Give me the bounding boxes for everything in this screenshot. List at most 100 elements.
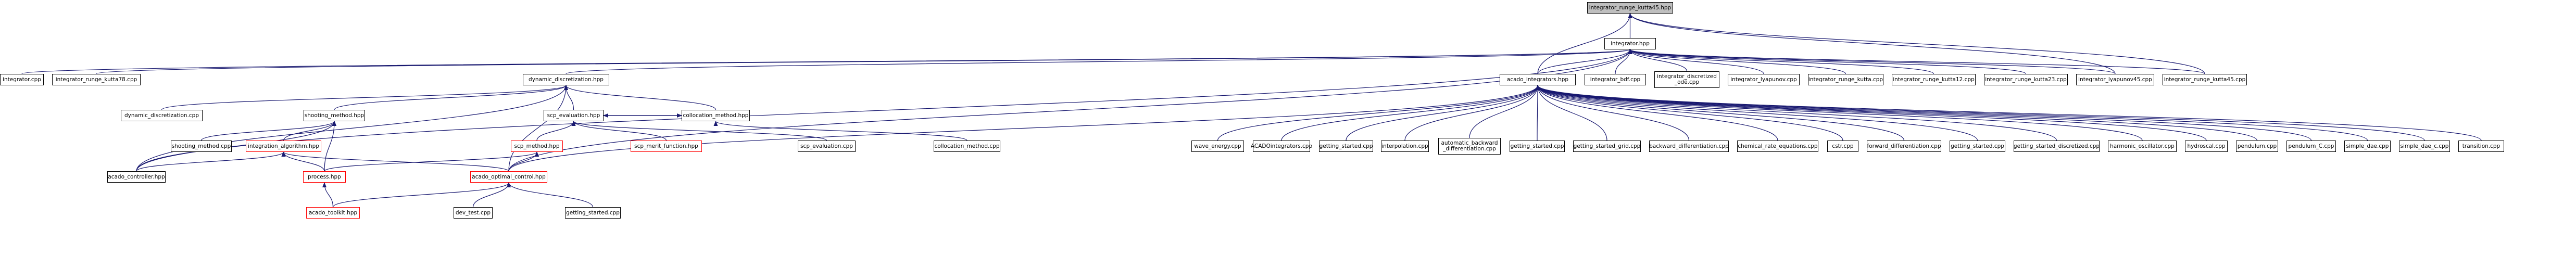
node-interpolation-cpp[interactable]: interpolation.cpp (1381, 141, 1429, 152)
edge-n17-to-n4 (564, 85, 717, 110)
node-simple-dae-cpp[interactable]: simple_dae.cpp (2344, 141, 2391, 152)
node-label: integrator_runge_kutta45.cpp (2164, 76, 2246, 83)
node-integrator-runge-kutta78-cpp[interactable]: integrator_runge_kutta78.cpp (52, 74, 141, 85)
edge-n41-to-n5 (1536, 85, 1978, 141)
edge-n24-to-n19 (136, 151, 286, 172)
node-wave-energy-cpp[interactable]: wave_energy.cpp (1191, 141, 1244, 152)
node-acado-toolkit-hpp[interactable]: acado_toolkit.hpp (306, 207, 360, 219)
node-shooting-method-hpp[interactable]: shooting_method.hpp (304, 110, 365, 121)
node-label: integrator_bdf.cpp (1590, 76, 1641, 83)
node-label: scp_evaluation.cpp (800, 143, 853, 149)
node-transition-cpp[interactable]: transition.cpp (2458, 141, 2504, 152)
edge-n36-to-n5 (1536, 85, 1607, 141)
node-dynamic-discretization-cpp[interactable]: dynamic_discretization.cpp (121, 110, 203, 121)
node-label: dynamic_discretization.cpp (124, 112, 199, 119)
node-label: acado_optimal_control.hpp (472, 173, 546, 180)
edge-n26-to-n4 (508, 85, 568, 172)
node-getting-started-cpp-2[interactable]: getting_started.cpp (1510, 141, 1565, 152)
node-pendulum-cpp[interactable]: pendulum.cpp (2236, 141, 2278, 152)
node-backward-differentiation-cpp[interactable]: backward_differentiation.cpp (1649, 141, 1729, 152)
node-getting-started-cpp-3[interactable]: getting_started.cpp (1950, 141, 2005, 152)
edge-n27-to-n26 (332, 182, 511, 208)
node-label: integrator_runge_kutta23.cpp (1985, 76, 2067, 83)
node-acado-controller-hpp[interactable]: acado_controller.hpp (107, 171, 166, 183)
node-scp-evaluation-hpp[interactable]: scp_evaluation.hpp (544, 110, 604, 121)
node-harmonic-oscillator-cpp[interactable]: harmonic_oscillator.cpp (2108, 141, 2177, 152)
node-integrator-discretized-ode-cpp[interactable]: integrator_discretized_ode.cpp (1654, 71, 1719, 88)
node-label: integrator.cpp (3, 76, 41, 83)
node-integrator-runge-kutta45-cpp[interactable]: integrator_runge_kutta45.cpp (2163, 74, 2247, 85)
edge-n22-to-n16 (571, 121, 827, 141)
node-pendulum-c-cpp[interactable]: pendulum_C.cpp (2286, 141, 2336, 152)
node-label: scp_merit_function.hpp (634, 143, 698, 149)
edge-n18-to-n15 (200, 121, 336, 141)
node-scp-method-hpp[interactable]: scp_method.hpp (511, 141, 563, 152)
node-acadointegrators-cpp[interactable]: ACADOintegrators.cpp (1251, 141, 1312, 152)
node-acado-integrators-hpp[interactable]: acado_integrators.hpp (1500, 74, 1576, 85)
node-shooting-method-cpp[interactable]: shooting_method.cpp (171, 141, 232, 152)
node-integrator-cpp[interactable]: integrator.cpp (0, 74, 44, 85)
node-simple-dae-c-cpp[interactable]: simple_dae_c.cpp (2399, 141, 2450, 152)
node-label: simple_dae_c.cpp (2400, 143, 2449, 149)
node-integrator-lyapunov-cpp[interactable]: integrator_lyapunov.cpp (1728, 74, 1800, 85)
edge-n14-to-n4 (161, 85, 568, 110)
edge-n12-to-n1 (1628, 49, 2116, 74)
node-label-line1: automatic_backward (1441, 140, 1498, 146)
edge-n13-to-n1 (1628, 49, 2205, 74)
node-collocation-method-cpp[interactable]: collocation_method.cpp (934, 141, 1000, 152)
edge-n25-to-n20 (324, 151, 539, 172)
edge-n11-to-n1 (1628, 49, 2027, 74)
node-dynamic-discretization-hpp[interactable]: dynamic_discretization.hpp (523, 74, 609, 85)
node-label: scp_evaluation.hpp (547, 112, 600, 119)
node-integrator-hpp[interactable]: integrator.hpp (1604, 38, 1656, 49)
edge-n31-to-n5 (1281, 85, 1540, 141)
node-chemical-rate-equations-cpp[interactable]: chemical_rate_equations.cpp (1737, 141, 1818, 152)
node-label: getting_started.cpp (1319, 143, 1373, 149)
node-hydroscal-cpp[interactable]: hydroscal.cpp (2185, 141, 2228, 152)
node-integrator-bdf-cpp[interactable]: integrator_bdf.cpp (1585, 74, 1646, 85)
node-label: acado_integrators.hpp (1506, 76, 1569, 83)
node-getting-started-cpp-1[interactable]: getting_started.cpp (1319, 141, 1373, 152)
edge-n33-to-n5 (1404, 85, 1540, 141)
node-integrator-runge-kutta12-cpp[interactable]: integrator_runge_kutta12.cpp (1892, 74, 1976, 85)
edge-n37-to-n5 (1536, 85, 1690, 141)
edge-n23-to-n17 (713, 121, 967, 141)
edge-n10-to-n1 (1628, 49, 1934, 74)
node-getting-started-grid-cpp[interactable]: getting_started_grid.cpp (1573, 141, 1641, 152)
node-label: process.hpp (308, 173, 341, 180)
node-dev-test-cpp[interactable]: dev_test.cpp (454, 207, 493, 219)
node-label: collocation_method.hpp (683, 112, 749, 119)
node-integrator-lyapunov45-cpp[interactable]: integrator_lyapunov45.cpp (2076, 74, 2154, 85)
node-getting-started-cpp-optimal-control[interactable]: getting_started.cpp (565, 207, 621, 219)
node-label: backward_differentiation.cpp (1649, 143, 1729, 149)
node-acado-optimal-control-hpp[interactable]: acado_optimal_control.hpp (470, 171, 547, 183)
edge-n44-to-n5 (1536, 85, 2207, 141)
edge-n38-to-n5 (1536, 85, 1778, 141)
edge-n25-to-n15 (324, 121, 336, 172)
edge-n46-to-n5 (1536, 85, 2312, 141)
node-collocation-method-hpp[interactable]: collocation_method.hpp (682, 110, 750, 121)
edge-n25-to-n19 (281, 151, 325, 172)
node-process-hpp[interactable]: process.hpp (303, 171, 346, 183)
node-label: integrator.hpp (1611, 40, 1650, 47)
node-label: collocation_method.cpp (934, 143, 1000, 149)
edge-n8-to-n1 (1628, 49, 1764, 74)
node-label: integrator_runge_kutta12.cpp (1893, 76, 1975, 83)
node-label: acado_controller.hpp (108, 173, 165, 180)
node-cstr-cpp[interactable]: cstr.cpp (1827, 141, 1858, 152)
node-integrator-runge-kutta23-cpp[interactable]: integrator_runge_kutta23.cpp (1984, 74, 2068, 85)
node-forward-differentiation-cpp[interactable]: forward_differentiation.cpp (1867, 141, 1941, 152)
node-automatic-backward-differentiation-cpp[interactable]: automatic_backward_differentiation.cpp (1438, 138, 1501, 155)
node-integration-algorithm-hpp[interactable]: integration_algorithm.hpp (246, 141, 321, 152)
node-integrator-runge-kutta45-hpp: integrator_runge_kutta45.hpp (1587, 2, 1673, 14)
node-getting-started-discretized-cpp[interactable]: getting_started_discretized.cpp (2014, 141, 2100, 152)
node-scp-merit-function-hpp[interactable]: scp_merit_function.hpp (631, 141, 702, 152)
node-label: getting_started.cpp (1951, 143, 2004, 149)
node-scp-evaluation-cpp[interactable]: scp_evaluation.cpp (798, 141, 856, 152)
node-label-line2: _differentiation.cpp (1443, 146, 1496, 152)
node-label: shooting_method.hpp (304, 112, 365, 119)
node-integrator-runge-kutta-cpp[interactable]: integrator_runge_kutta.cpp (1808, 74, 1883, 85)
edge-n5-to-n1 (1537, 49, 1632, 74)
node-label: chemical_rate_equations.cpp (1738, 143, 1818, 149)
